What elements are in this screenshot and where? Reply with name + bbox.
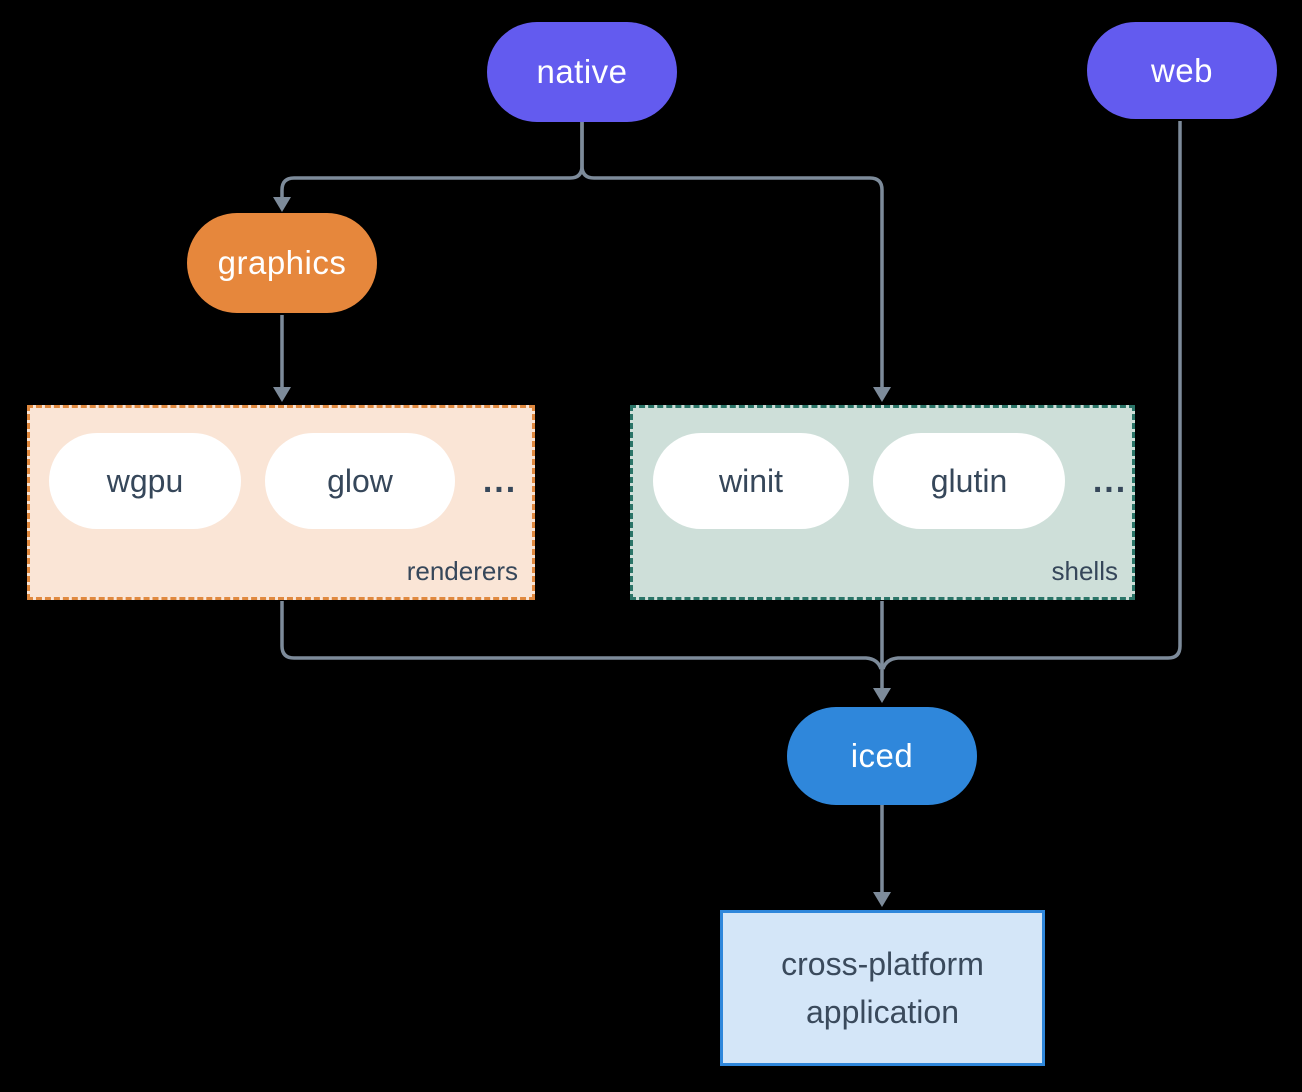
node-wgpu: wgpu (49, 433, 241, 529)
group-renderers-label: renderers (406, 556, 518, 586)
arrowhead-renderers (273, 387, 291, 402)
renderers-ellipsis: ... (482, 461, 518, 500)
node-native-label: native (536, 53, 628, 90)
edge-native-to-graphics (280, 122, 584, 198)
node-winit: winit (653, 433, 849, 529)
application-label-line-1: cross-platform (781, 946, 984, 982)
node-glutin: glutin (873, 433, 1065, 529)
edge-renderers-to-iced (280, 601, 883, 670)
arrowhead-shells (873, 387, 891, 402)
node-web-label: web (1150, 51, 1214, 89)
node-wgpu-label: wgpu (106, 462, 184, 499)
arrowhead-graphics (273, 197, 291, 212)
group-shells-label: shells (1051, 556, 1118, 586)
group-shells: winit glutin ... shells (630, 405, 1135, 600)
arrowhead-iced (873, 688, 891, 703)
node-glow: glow (265, 433, 455, 529)
node-graphics-label: graphics (217, 244, 347, 281)
group-renderers: wgpu glow ... renderers (27, 405, 535, 600)
arrowhead-application (873, 892, 891, 907)
edge-native-to-shells (580, 122, 884, 388)
node-iced-label: iced (850, 737, 914, 774)
node-web: web (1087, 22, 1277, 119)
node-glow-label: glow (327, 462, 393, 499)
node-iced: iced (787, 707, 977, 805)
node-native: native (487, 22, 677, 122)
node-winit-label: winit (718, 462, 783, 499)
node-glutin-label: glutin (930, 462, 1008, 499)
shells-ellipsis: ... (1092, 461, 1128, 500)
node-graphics: graphics (187, 213, 377, 313)
node-cross-platform-application: cross-platform application (720, 910, 1045, 1066)
application-label-line-2: application (806, 994, 959, 1030)
